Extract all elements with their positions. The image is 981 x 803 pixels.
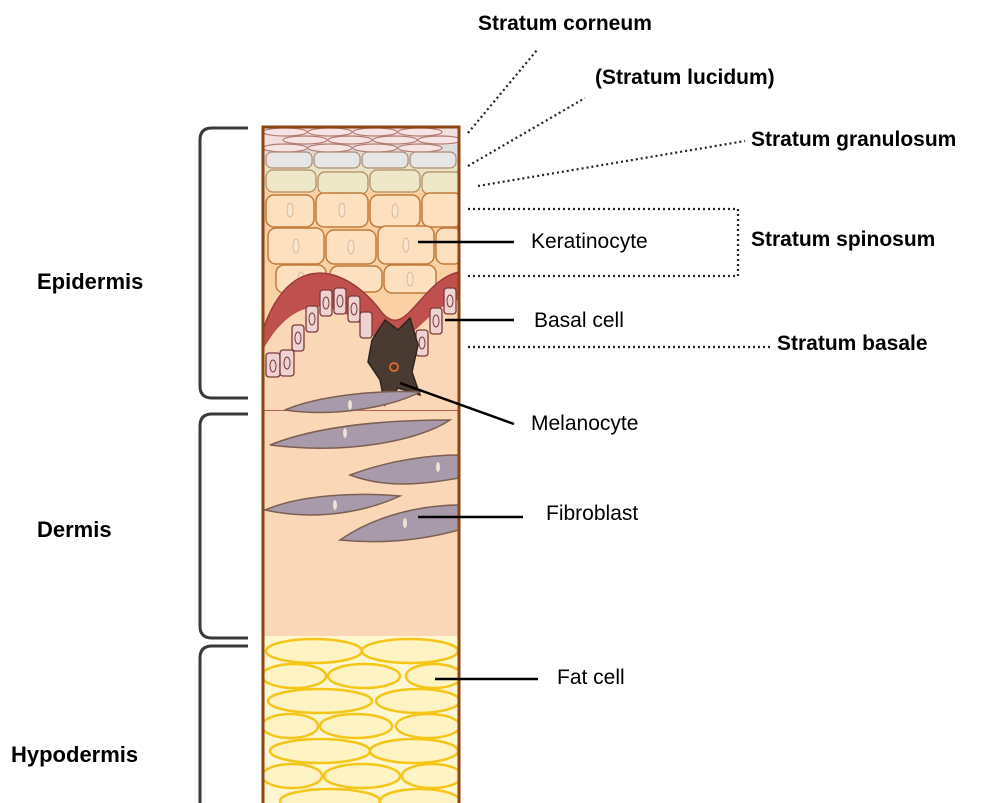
label-stratum-basale: Stratum basale <box>777 332 928 356</box>
label-epidermis: Epidermis <box>37 269 143 295</box>
label-dermis: Dermis <box>37 517 112 543</box>
hypodermis-bracket <box>200 646 248 803</box>
label-melanocyte: Melanocyte <box>531 412 638 436</box>
dermis-bracket <box>200 414 248 638</box>
label-stratum-lucidum: (Stratum lucidum) <box>595 66 775 90</box>
fat-cells <box>262 639 462 803</box>
label-stratum-granulosum: Stratum granulosum <box>751 128 956 152</box>
label-basal-cell: Basal cell <box>534 309 624 333</box>
label-hypodermis: Hypodermis <box>11 742 138 768</box>
epidermis-bracket <box>200 128 248 398</box>
label-fibroblast: Fibroblast <box>546 502 638 526</box>
label-stratum-spinosum: Stratum spinosum <box>751 228 935 252</box>
label-stratum-corneum: Stratum corneum <box>478 12 652 36</box>
skin-column <box>262 127 462 803</box>
label-keratinocyte: Keratinocyte <box>531 230 648 254</box>
label-fat-cell: Fat cell <box>557 666 625 690</box>
